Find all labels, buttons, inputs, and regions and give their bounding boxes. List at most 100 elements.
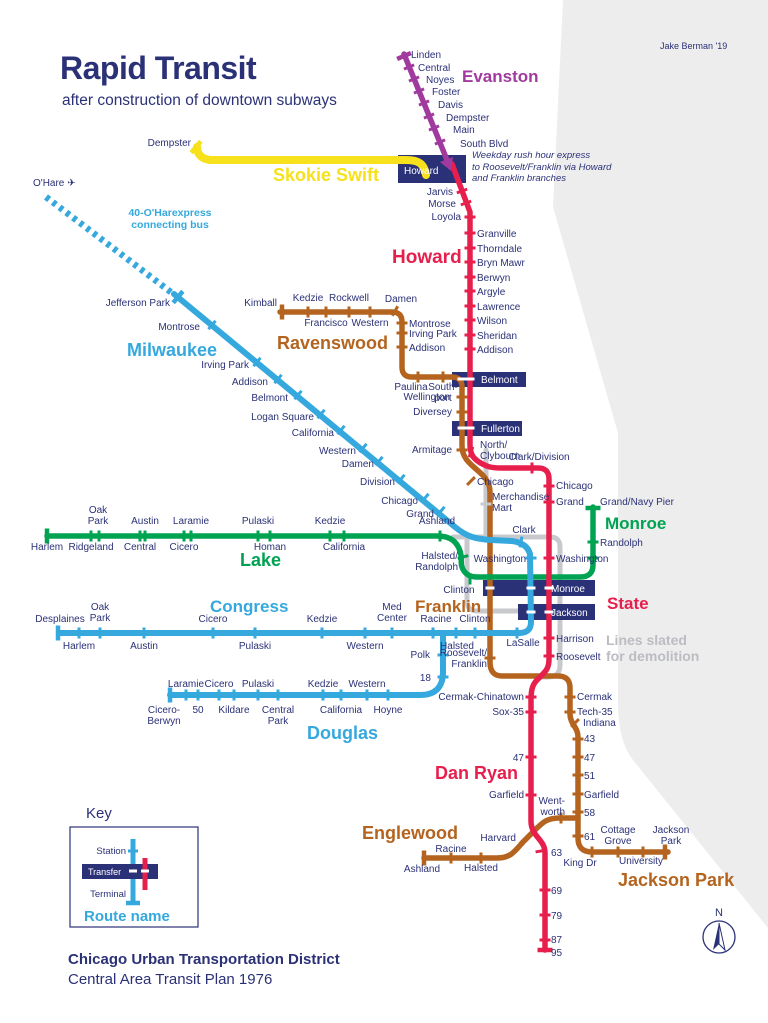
route-name-label: Dan Ryan xyxy=(435,763,518,783)
station-label: Chicago xyxy=(477,477,514,488)
station-label: Desplaines xyxy=(35,614,84,625)
station-label: Western xyxy=(319,446,356,457)
station-tick xyxy=(467,446,475,458)
station-label: Hoyne xyxy=(374,705,403,716)
station-label: Halsted/Randolph xyxy=(415,551,458,573)
map-key: Station Transfer Terminal Route name xyxy=(69,826,199,928)
key-transfer-label: Transfer xyxy=(88,867,121,877)
station-label: Jefferson Park xyxy=(106,298,171,309)
station-label: South Blvd xyxy=(460,139,508,150)
station-label: Clark xyxy=(512,525,536,536)
station-label: Grand xyxy=(406,509,434,520)
station-label: Cicero-Berwyn xyxy=(147,705,180,727)
station-tick xyxy=(457,554,469,560)
station-tick xyxy=(466,476,476,486)
compass-needle-right xyxy=(718,922,726,952)
station-label: 51 xyxy=(584,771,596,782)
station-label: Noyes xyxy=(426,75,454,86)
terminal-tick xyxy=(189,139,203,155)
station-tick xyxy=(273,373,283,385)
route-line-yellow xyxy=(193,143,430,179)
station-label: Kedzie xyxy=(308,679,339,690)
transfer-box-monroe xyxy=(483,580,595,596)
station-tick xyxy=(460,199,472,207)
station-label: Loyola xyxy=(432,212,462,223)
station-label: Davis xyxy=(438,100,463,111)
station-tick xyxy=(390,305,400,317)
route-line-brown xyxy=(277,309,671,855)
route-name-label: Milwaukee xyxy=(127,340,217,360)
footer-plan: Central Area Transit Plan 1976 xyxy=(68,971,273,988)
station-label: Polk xyxy=(411,650,431,661)
station-label: 47 xyxy=(513,753,525,764)
station-label: Dempster xyxy=(148,138,192,149)
lake-michigan xyxy=(553,0,768,928)
station-label: Sheridan xyxy=(477,331,517,342)
station-label: Grand xyxy=(556,497,584,508)
station-tick xyxy=(336,424,346,436)
station-tick xyxy=(252,356,262,368)
station-label: Pulaski xyxy=(239,641,271,652)
station-label: Austin xyxy=(131,516,159,527)
station-tick xyxy=(570,718,580,728)
lake-michigan-shape xyxy=(553,0,768,928)
station-label: Western xyxy=(351,318,388,329)
station-label: Morse xyxy=(428,199,456,210)
route-name-label: Congress xyxy=(210,597,288,616)
station-label: Clark/Division xyxy=(508,452,569,463)
station-label: Western xyxy=(346,641,383,652)
station-label: Montrose xyxy=(158,322,200,333)
station-tick xyxy=(358,442,368,454)
station-label: 79 xyxy=(551,911,563,922)
route-name-label: State xyxy=(607,594,649,613)
station-tick xyxy=(403,63,415,71)
station-label: Central xyxy=(124,542,156,553)
station-label: Roosevelt xyxy=(556,652,601,663)
station-label: Ridgeland xyxy=(68,542,113,553)
key-transfer-band xyxy=(82,864,158,879)
route-line-green xyxy=(44,504,596,580)
express-note: Weekday rush hour express to Roosevelt/F… xyxy=(472,150,612,184)
page-title: Rapid Transit xyxy=(60,50,257,86)
station-label: Ashland xyxy=(419,516,455,527)
station-label: Wellington xyxy=(403,392,450,403)
ohare-bus-note: 40-O'Harexpress connecting bus xyxy=(128,207,212,231)
key-route-name-label: Route name xyxy=(84,908,170,925)
station-label: Division xyxy=(360,477,395,488)
station-label: Kedzie xyxy=(293,293,324,304)
station-label: Logan Square xyxy=(251,412,314,423)
station-label: Argyle xyxy=(477,287,506,298)
station-label: Main xyxy=(453,125,475,136)
station-label: Kildare xyxy=(218,705,250,716)
station-tick xyxy=(423,112,435,120)
station-label: 58 xyxy=(584,808,596,819)
station-label: South-port xyxy=(428,382,457,404)
station-label: Halsted xyxy=(440,641,474,652)
station-label: Granville xyxy=(477,229,517,240)
page-subtitle: after construction of downtown subways xyxy=(62,92,337,109)
station-label: Roosevelt/Franklin xyxy=(440,648,487,670)
transfer-box-label: Fullerton xyxy=(481,424,520,435)
station-label: Thorndale xyxy=(477,244,522,255)
station-label: Laramie xyxy=(173,516,210,527)
station-label: Ashland xyxy=(404,864,440,875)
station-label: Washington xyxy=(556,554,608,565)
station-label: Belmont xyxy=(251,393,288,404)
route-line-brown xyxy=(421,815,581,861)
route-name-label: Jackson Park xyxy=(618,870,735,890)
station-tick xyxy=(436,505,446,517)
station-label: Irving Park xyxy=(201,360,250,371)
station-label: Racine xyxy=(420,614,452,625)
station-label: Addison xyxy=(409,343,445,354)
station-tick xyxy=(408,75,420,83)
station-label: California xyxy=(323,542,366,553)
transfer-box-label: Monroe xyxy=(551,584,585,595)
station-label: Clinton xyxy=(459,614,490,625)
key-terminal-label: Terminal xyxy=(90,889,126,900)
transfer-box-label: Belmont xyxy=(481,375,518,386)
station-label: Cermak xyxy=(577,692,613,703)
terminal-tick xyxy=(396,50,412,62)
station-label: Rockwell xyxy=(329,293,369,304)
transfer-box-label: Jackson xyxy=(551,608,588,619)
